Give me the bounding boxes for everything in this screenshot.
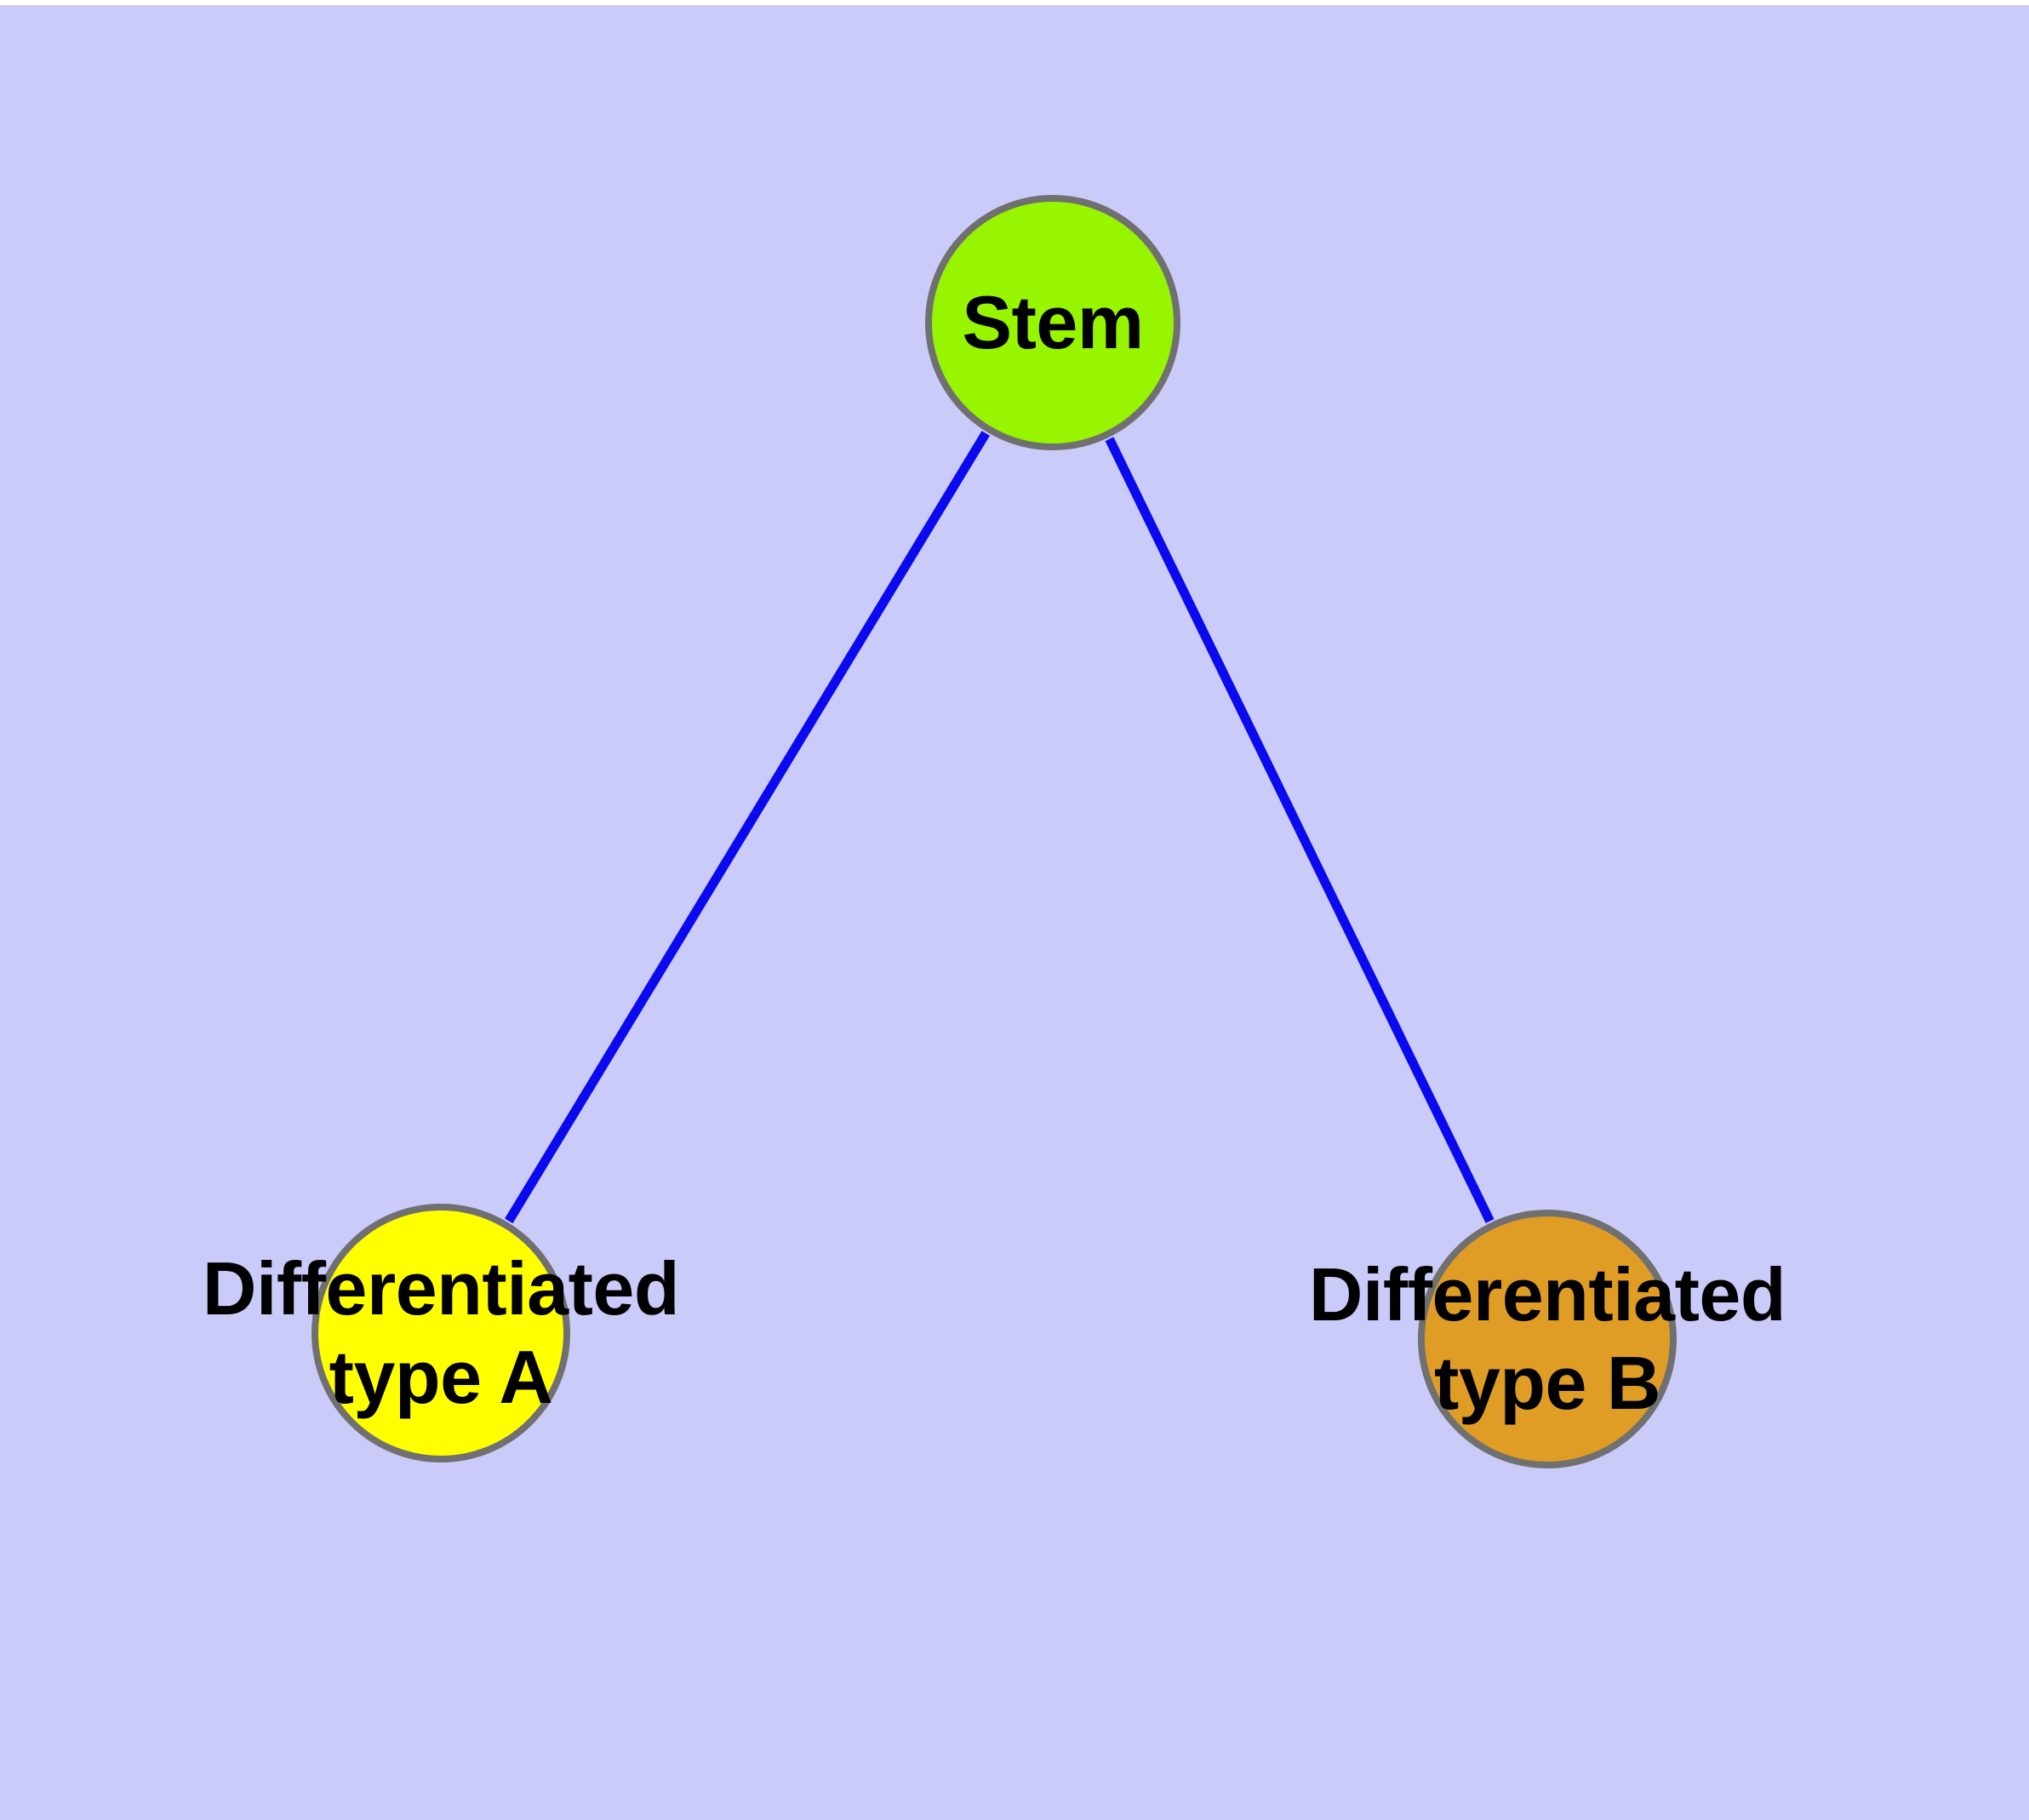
- graph-node-diff_a[interactable]: [311, 1204, 570, 1462]
- graph-node-diff_b[interactable]: [1418, 1210, 1677, 1468]
- node-layer: [311, 195, 1677, 1468]
- graph-edge: [505, 431, 990, 1224]
- graph-node-stem[interactable]: [925, 195, 1180, 450]
- graph-svg: [311, 195, 1677, 1468]
- graph-edge: [1105, 437, 1495, 1223]
- edge-layer: [505, 431, 1495, 1224]
